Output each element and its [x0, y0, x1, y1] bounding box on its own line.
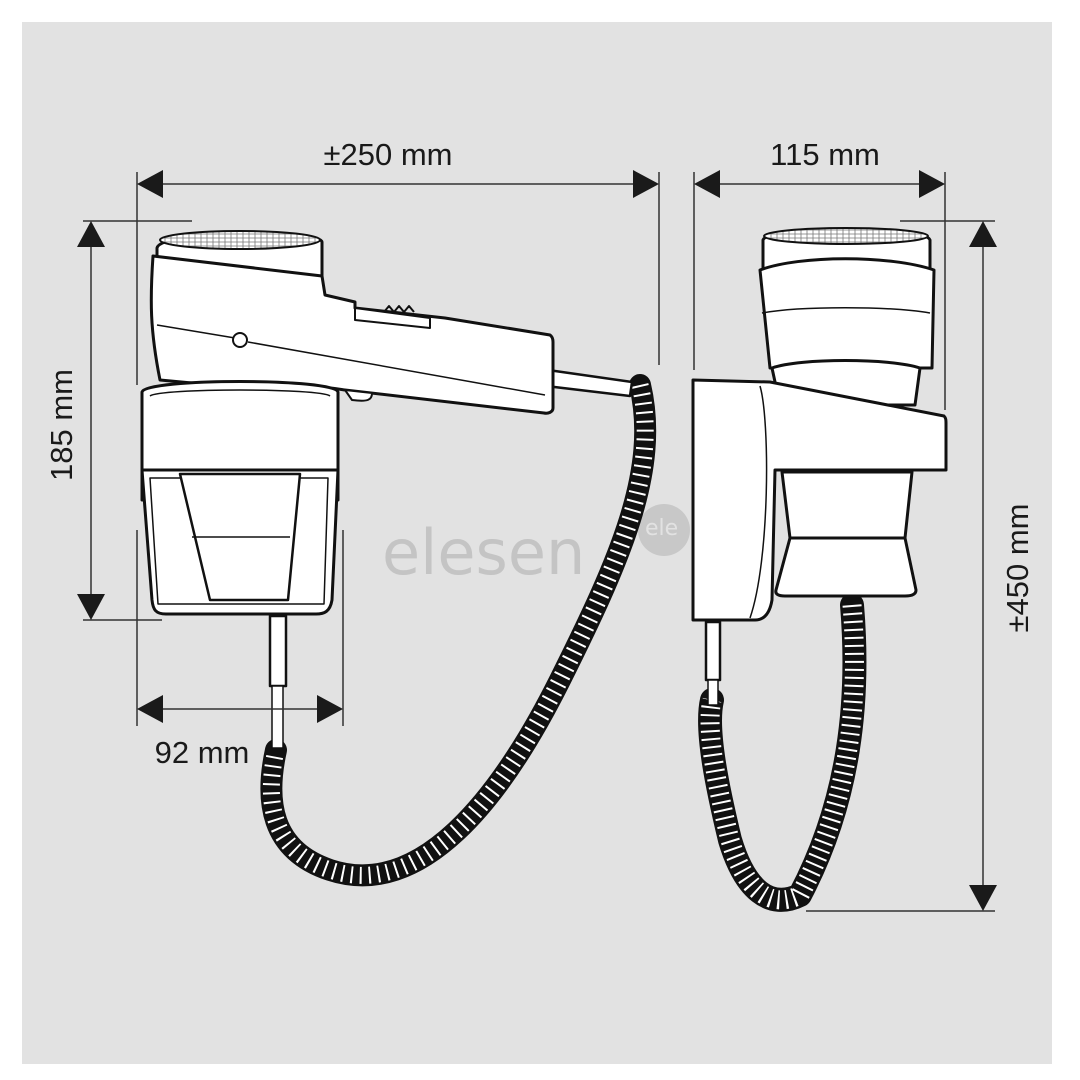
side-view: [140, 230, 657, 887]
arrow-left-icon: [137, 170, 163, 198]
front-view: [691, 227, 948, 912]
holder-height-label: 185 mm: [44, 369, 79, 481]
holder-depth-label: 92 mm: [155, 735, 250, 770]
watermark: elesen ele: [382, 504, 690, 589]
coiled-cord-icon: [260, 374, 657, 887]
watermark-badge-icon: [638, 504, 690, 556]
front-width-label: 115 mm: [770, 137, 880, 172]
dimension-lines: [77, 170, 997, 912]
arrow-right-icon: [633, 170, 659, 198]
front-coiled-cord-icon: [698, 593, 867, 912]
watermark-badge-text: ele: [645, 516, 678, 541]
watermark-text: elesen: [382, 516, 585, 589]
total-height-label: ±450 mm: [1000, 504, 1035, 633]
total-width-label: ±250 mm: [324, 137, 453, 172]
